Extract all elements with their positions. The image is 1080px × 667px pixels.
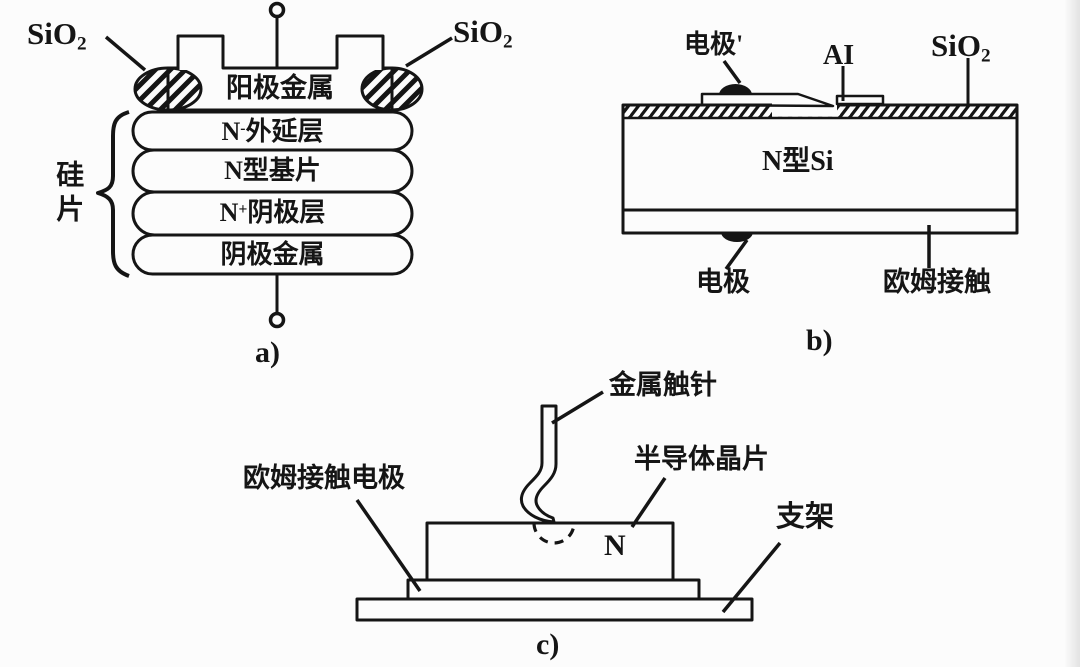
top-electrode-label: 电极'	[684, 30, 744, 59]
sio2-left-leader-line	[104, 35, 147, 72]
anode-metal-band	[166, 66, 394, 112]
layer-text: N型基片	[224, 156, 321, 185]
anode-metal-label: 阳极金属	[226, 73, 334, 103]
layer-text: 外延层	[245, 117, 324, 146]
sio2-base: SiO	[453, 14, 503, 49]
layer-label-substrate: N型基片	[133, 156, 412, 185]
panel-b-drawing	[621, 58, 1019, 271]
anode-terminal-circle	[268, 1, 286, 19]
bottom-electrode-leader-line	[724, 238, 749, 271]
aluminum-label: AI	[823, 40, 855, 71]
layer-text: 阴极金属	[220, 240, 325, 269]
depletion-region-dashed-arc	[532, 522, 576, 545]
n-type-si-label: N型Si	[762, 146, 834, 177]
support-plate-box	[355, 597, 754, 622]
bottom-electrode-dome	[721, 232, 753, 242]
sio2-base: SiO	[27, 16, 77, 51]
sio2-base: SiO	[931, 28, 981, 63]
semiconductor-wafer-box	[425, 521, 675, 582]
sio2-hatch-left	[133, 66, 203, 112]
semiconductor-wafer-label: 半导体晶片	[634, 444, 769, 474]
layer-pill-cathode-metal	[131, 233, 414, 276]
bottom-electrode-label: 电极	[696, 267, 750, 297]
ohmic-electrode-box	[406, 578, 701, 601]
ohmic-electrode-leader-line	[355, 499, 422, 592]
top-electrode-leader-line	[722, 59, 742, 85]
aluminum-strip	[700, 92, 835, 108]
layer-text: 阴极层	[247, 198, 326, 227]
sio2-subscript: 2	[76, 33, 87, 55]
metal-probe-label: 金属触针	[609, 370, 717, 400]
sio2-right-leader-line	[405, 36, 453, 68]
caption-a: a)	[255, 336, 280, 369]
n-region-label: N	[604, 529, 626, 562]
caption-c: c)	[536, 628, 560, 661]
layer-superscript: +	[238, 200, 248, 218]
layer-text: N	[219, 198, 239, 227]
probe-leader-line	[551, 390, 604, 425]
support-leader-line	[721, 541, 782, 614]
top-electrode-dome	[719, 84, 752, 95]
panel-a-drawing	[96, 1, 453, 329]
layer-text: N	[221, 117, 241, 146]
sio2-hatch-right	[360, 66, 424, 112]
layer-label-cathode-layer: N+阴极层	[133, 198, 412, 227]
layer-superscript: -	[240, 119, 246, 137]
layer-label-cathode-metal: 阴极金属	[133, 240, 412, 269]
wafer-leader-line	[630, 477, 667, 528]
silicon-wafer-brace	[96, 110, 130, 278]
sio2-label-left-a: SiO2	[27, 17, 87, 55]
caption-b: b)	[806, 324, 833, 357]
sio2-label-right-a: SiO2	[453, 15, 513, 53]
sio2-label-b: SiO2	[931, 29, 991, 67]
ohmic-contact-label: 欧姆接触	[883, 267, 991, 297]
panel-c-drawing	[355, 390, 782, 622]
layer-label-epitaxial: N-外延层	[133, 117, 412, 146]
anode-metal-bumps	[176, 34, 385, 70]
silicon-wafer-label: 硅片	[52, 160, 84, 228]
sio2-subscript: 2	[980, 45, 991, 67]
support-label: 支架	[776, 501, 835, 533]
metal-probe-shape	[519, 404, 558, 524]
ohmic-electrode-label: 欧姆接触电极	[243, 463, 405, 493]
sio2-subscript: 2	[502, 31, 513, 53]
cathode-terminal-circle	[268, 311, 286, 329]
page-edge-shading	[1064, 0, 1080, 667]
device-outline	[621, 103, 1019, 235]
